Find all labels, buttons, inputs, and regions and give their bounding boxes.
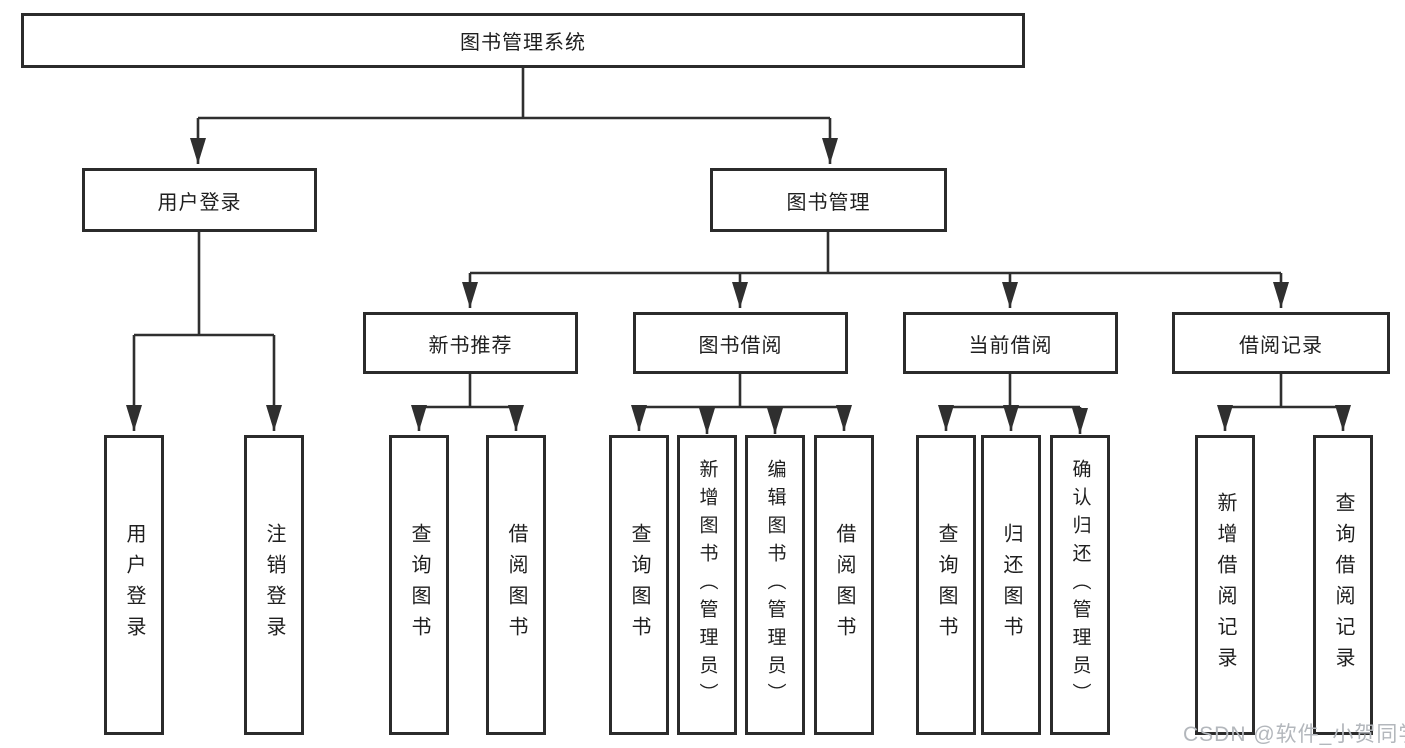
node-borrowing-record: 借阅记录 [1172,312,1390,374]
leaf-query-borrow-record: 查询借阅记录 [1313,435,1373,735]
node-new-book-recommendation: 新书推荐 [363,312,578,374]
node-borrowing-record-label: 借阅记录 [1239,334,1323,357]
leaf-current-query-books: 查询图书 [916,435,976,735]
leaf-return-books-label: 归还图书 [1000,523,1022,647]
node-user-login-label: 用户登录 [157,191,242,214]
node-book-borrowing: 图书借阅 [633,312,848,374]
leaf-borrow-books: 借阅图书 [814,435,874,735]
leaf-return-books: 归还图书 [981,435,1041,735]
leaf-recommend-borrow-books-label: 借阅图书 [505,523,527,647]
leaf-confirm-return-admin: 确认归还（管理员） [1050,435,1110,735]
leaf-add-books-admin: 新增图书（管理员） [677,435,737,735]
leaf-recommend-borrow-books: 借阅图书 [486,435,546,735]
leaf-logout-label: 注销登录 [263,523,285,647]
leaf-current-query-books-label: 查询图书 [935,523,957,647]
node-root: 图书管理系统 [21,13,1025,68]
leaf-user-login-label: 用户登录 [123,523,145,647]
csdn-watermark: CSDN @软件_小贺同学 [1183,723,1405,746]
leaf-add-borrow-record-label: 新增借阅记录 [1214,492,1236,678]
leaf-borrow-query-books-label: 查询图书 [628,523,650,647]
leaf-recommend-query-books-label: 查询图书 [408,523,430,647]
node-root-label: 图书管理系统 [460,32,586,54]
leaf-add-books-admin-label: 新增图书（管理员） [696,459,718,711]
node-current-borrowing: 当前借阅 [903,312,1118,374]
leaf-edit-books-admin-label: 编辑图书（管理员） [764,459,786,711]
leaf-recommend-query-books: 查询图书 [389,435,449,735]
node-new-book-recommendation-label: 新书推荐 [428,334,513,357]
leaf-add-borrow-record: 新增借阅记录 [1195,435,1255,735]
leaf-logout: 注销登录 [244,435,304,735]
node-user-login: 用户登录 [82,168,317,232]
node-book-management: 图书管理 [710,168,947,232]
leaf-user-login: 用户登录 [104,435,164,735]
leaf-borrow-query-books: 查询图书 [609,435,669,735]
leaf-borrow-books-label: 借阅图书 [833,523,855,647]
leaf-confirm-return-admin-label: 确认归还（管理员） [1069,459,1091,711]
node-book-borrowing-label: 图书借阅 [698,334,783,357]
leaf-query-borrow-record-label: 查询借阅记录 [1332,492,1354,678]
node-current-borrowing-label: 当前借阅 [968,334,1053,357]
node-book-management-label: 图书管理 [786,191,871,214]
leaf-edit-books-admin: 编辑图书（管理员） [745,435,805,735]
